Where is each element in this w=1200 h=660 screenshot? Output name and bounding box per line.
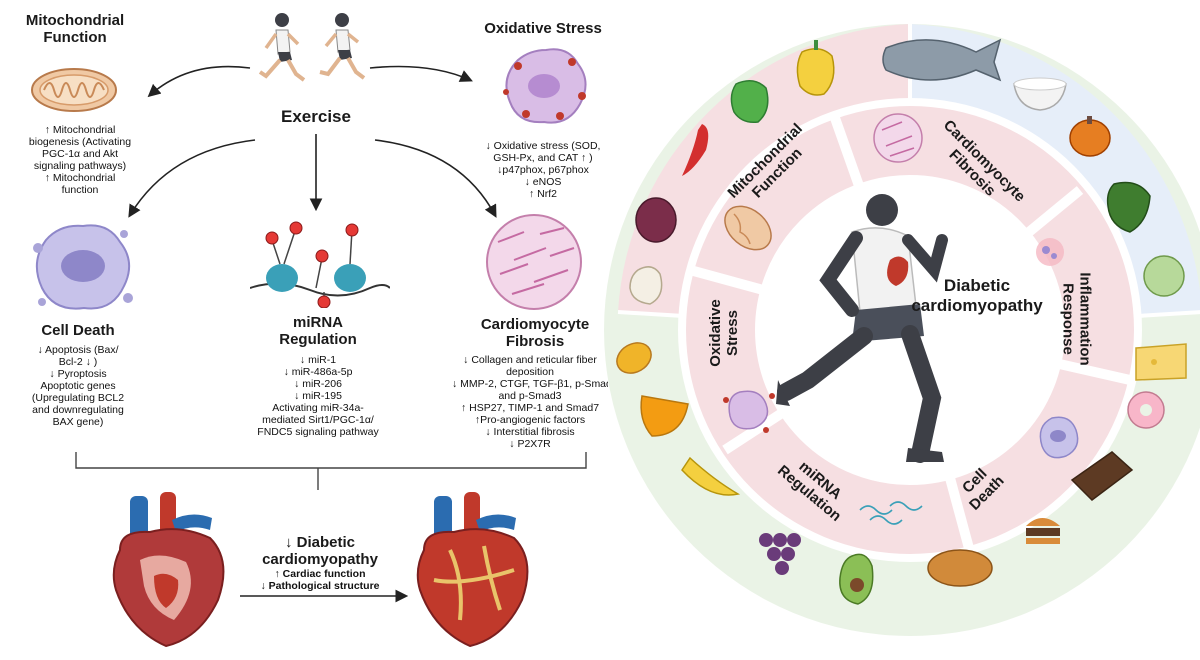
food-banana-icon xyxy=(681,456,741,496)
fibrosis-title: Cardiomyocyte Fibrosis xyxy=(480,316,590,350)
oxidative-cell-icon xyxy=(503,48,587,124)
food-garlic-icon xyxy=(629,266,663,305)
cell-death-icon xyxy=(33,224,133,310)
mirna-desc: ↓ miR-1 ↓ miR-486a-5p ↓ miR-206 ↓ miR-19… xyxy=(257,354,379,438)
mitochondrion-icon xyxy=(31,68,117,112)
mitochondrial-desc: ↑ Mitochondrial biogenesis (Activating P… xyxy=(28,124,132,196)
food-grapes-icon xyxy=(759,533,801,575)
exercise-label: Exercise xyxy=(281,107,351,126)
arrow-to-cell-death xyxy=(128,139,256,218)
food-orange-icon xyxy=(640,395,689,437)
food-red-onion-icon xyxy=(635,197,677,243)
food-roast-chicken-icon xyxy=(927,549,993,587)
segment-inflammation-icon xyxy=(1036,238,1064,266)
food-spinach-icon xyxy=(1106,181,1151,233)
arrow-to-mitochondrial xyxy=(147,65,251,98)
mirna-title: miRNA Regulation xyxy=(279,314,357,348)
fibrosis-desc: ↓ Collagen and reticular fiber depositio… xyxy=(452,354,608,450)
fibrosis-tissue-icon xyxy=(486,214,582,310)
food-pumpkin-icon xyxy=(1069,116,1111,157)
food-bell-pepper-icon xyxy=(796,40,835,96)
food-burger-icon xyxy=(1026,518,1060,544)
oxidative-desc: ↓ Oxidative stress (SOD, GSH-Px, and CAT… xyxy=(485,140,601,200)
outcome-desc: ↑ Cardiac function ↓ Pathological struct… xyxy=(260,568,380,592)
mitochondrial-title: Mitochondrial Function xyxy=(25,12,125,46)
food-chili-pepper-icon xyxy=(682,124,709,176)
segment-fibrosis-icon xyxy=(873,113,923,163)
arrow-to-oxidative xyxy=(369,65,473,82)
runner-icon xyxy=(776,194,948,463)
cell-death-desc: ↓ Apoptosis (Bax/ Bcl-2 ↓ ) ↓ Pyroptosis… xyxy=(31,344,125,428)
diseased-heart-icon xyxy=(112,492,225,648)
outcome-title: ↓ Diabetic cardiomyopathy xyxy=(262,534,378,568)
food-cheese-icon xyxy=(1135,343,1187,381)
left-connectors xyxy=(75,65,587,603)
segment-oxidative-icon xyxy=(723,390,775,433)
arrow-to-fibrosis xyxy=(374,139,497,218)
segment-cell-death-icon xyxy=(1039,416,1079,459)
food-fish-icon xyxy=(882,38,1002,82)
segment-mirna-icon xyxy=(859,501,923,525)
food-mango-icon xyxy=(616,342,652,374)
oxidative-title: Oxidative Stress xyxy=(484,20,602,37)
food-donut-icon xyxy=(1127,391,1165,429)
cell-death-title: Cell Death xyxy=(41,322,115,339)
food-rice-bowl-icon xyxy=(1013,77,1067,111)
food-cabbage-icon xyxy=(1143,255,1185,297)
food-green-pepper-icon xyxy=(730,80,769,124)
food-chocolate-icon xyxy=(1070,451,1134,501)
mirna-dna-icon xyxy=(250,221,390,308)
food-avocado-icon xyxy=(839,553,874,605)
runners-icon xyxy=(258,13,366,82)
wheel-center-title: Diabetic cardiomyopathy xyxy=(911,276,1043,315)
healthy-heart-icon xyxy=(416,492,529,648)
segment-mito-icon xyxy=(724,205,772,251)
merge-bracket xyxy=(75,452,587,490)
wheel-diagram xyxy=(604,22,1200,636)
